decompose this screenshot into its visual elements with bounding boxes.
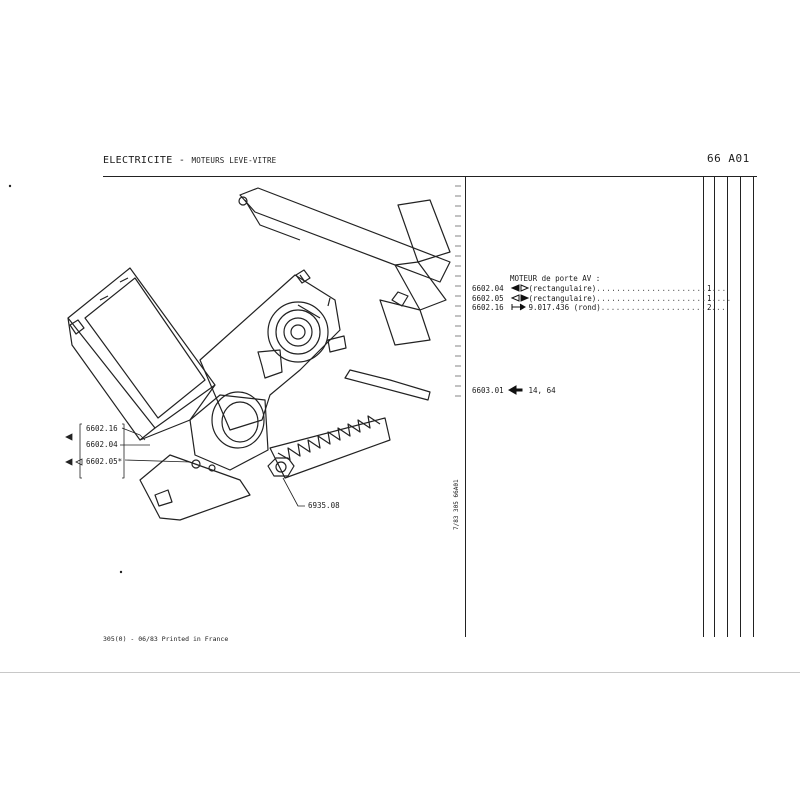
callout-6602-05: 6602.05* bbox=[86, 457, 123, 466]
leader-dots: ......................... bbox=[600, 303, 727, 312]
part-description: 9.017.436 (rond) bbox=[528, 303, 601, 312]
parts-row: 6602.04 (rectangulaire).................… bbox=[472, 285, 727, 293]
part-code: 6602.16 bbox=[472, 303, 504, 312]
qty-value: 1 bbox=[707, 284, 712, 293]
page-code: 66 A01 bbox=[707, 152, 750, 165]
title-dash: - bbox=[172, 155, 192, 166]
vertical-plate-reference: 7/83 305 66A01 bbox=[453, 479, 460, 530]
column-divider bbox=[465, 176, 466, 637]
callout-6602-04: 6602.04 bbox=[86, 440, 118, 449]
part-description: (rectangulaire) bbox=[528, 294, 597, 303]
part-reference-row: 6603.01 14, 64 bbox=[472, 387, 556, 395]
parts-row: 6602.05 (rectangulaire).................… bbox=[472, 295, 732, 303]
qty-column-rule-5 bbox=[753, 176, 754, 637]
section-title: ELECTRICITE bbox=[103, 155, 173, 166]
qty-column-rule-3 bbox=[727, 176, 728, 637]
part-description: (rectangulaire) bbox=[528, 284, 597, 293]
print-footer: 305(0) - 06/83 Printed in France bbox=[103, 635, 229, 643]
parts-row: 6602.16 9.017.436 (rond)................… bbox=[472, 304, 726, 312]
header-rule bbox=[103, 176, 757, 177]
callout-6602-16: 6602.16 bbox=[86, 424, 118, 433]
page-header-title: ELECTRICITE - MOTEURS LEVE-VITRE bbox=[103, 156, 276, 166]
qty-column-rule-4 bbox=[740, 176, 741, 637]
bottom-page-rule bbox=[0, 672, 800, 673]
qty-value: 2 bbox=[707, 303, 712, 312]
qty-column-rule-1 bbox=[703, 176, 704, 637]
part-code: 6603.01 bbox=[472, 386, 504, 395]
part-code: 6602.04 bbox=[472, 284, 504, 293]
qty-column-rule-2 bbox=[714, 176, 715, 637]
part-code: 6602.05 bbox=[472, 294, 504, 303]
section-subtitle: MOTEURS LEVE-VITRE bbox=[191, 156, 277, 165]
parts-list-heading: MOTEUR de porte AV : bbox=[510, 274, 601, 283]
leader-dots: ........................... bbox=[596, 294, 732, 303]
qty-value: 1 bbox=[707, 294, 712, 303]
callout-6935-08: 6935.08 bbox=[308, 501, 340, 510]
reference-pages: 14, 64 bbox=[528, 386, 556, 395]
leader-dots: .......................... bbox=[596, 284, 727, 293]
